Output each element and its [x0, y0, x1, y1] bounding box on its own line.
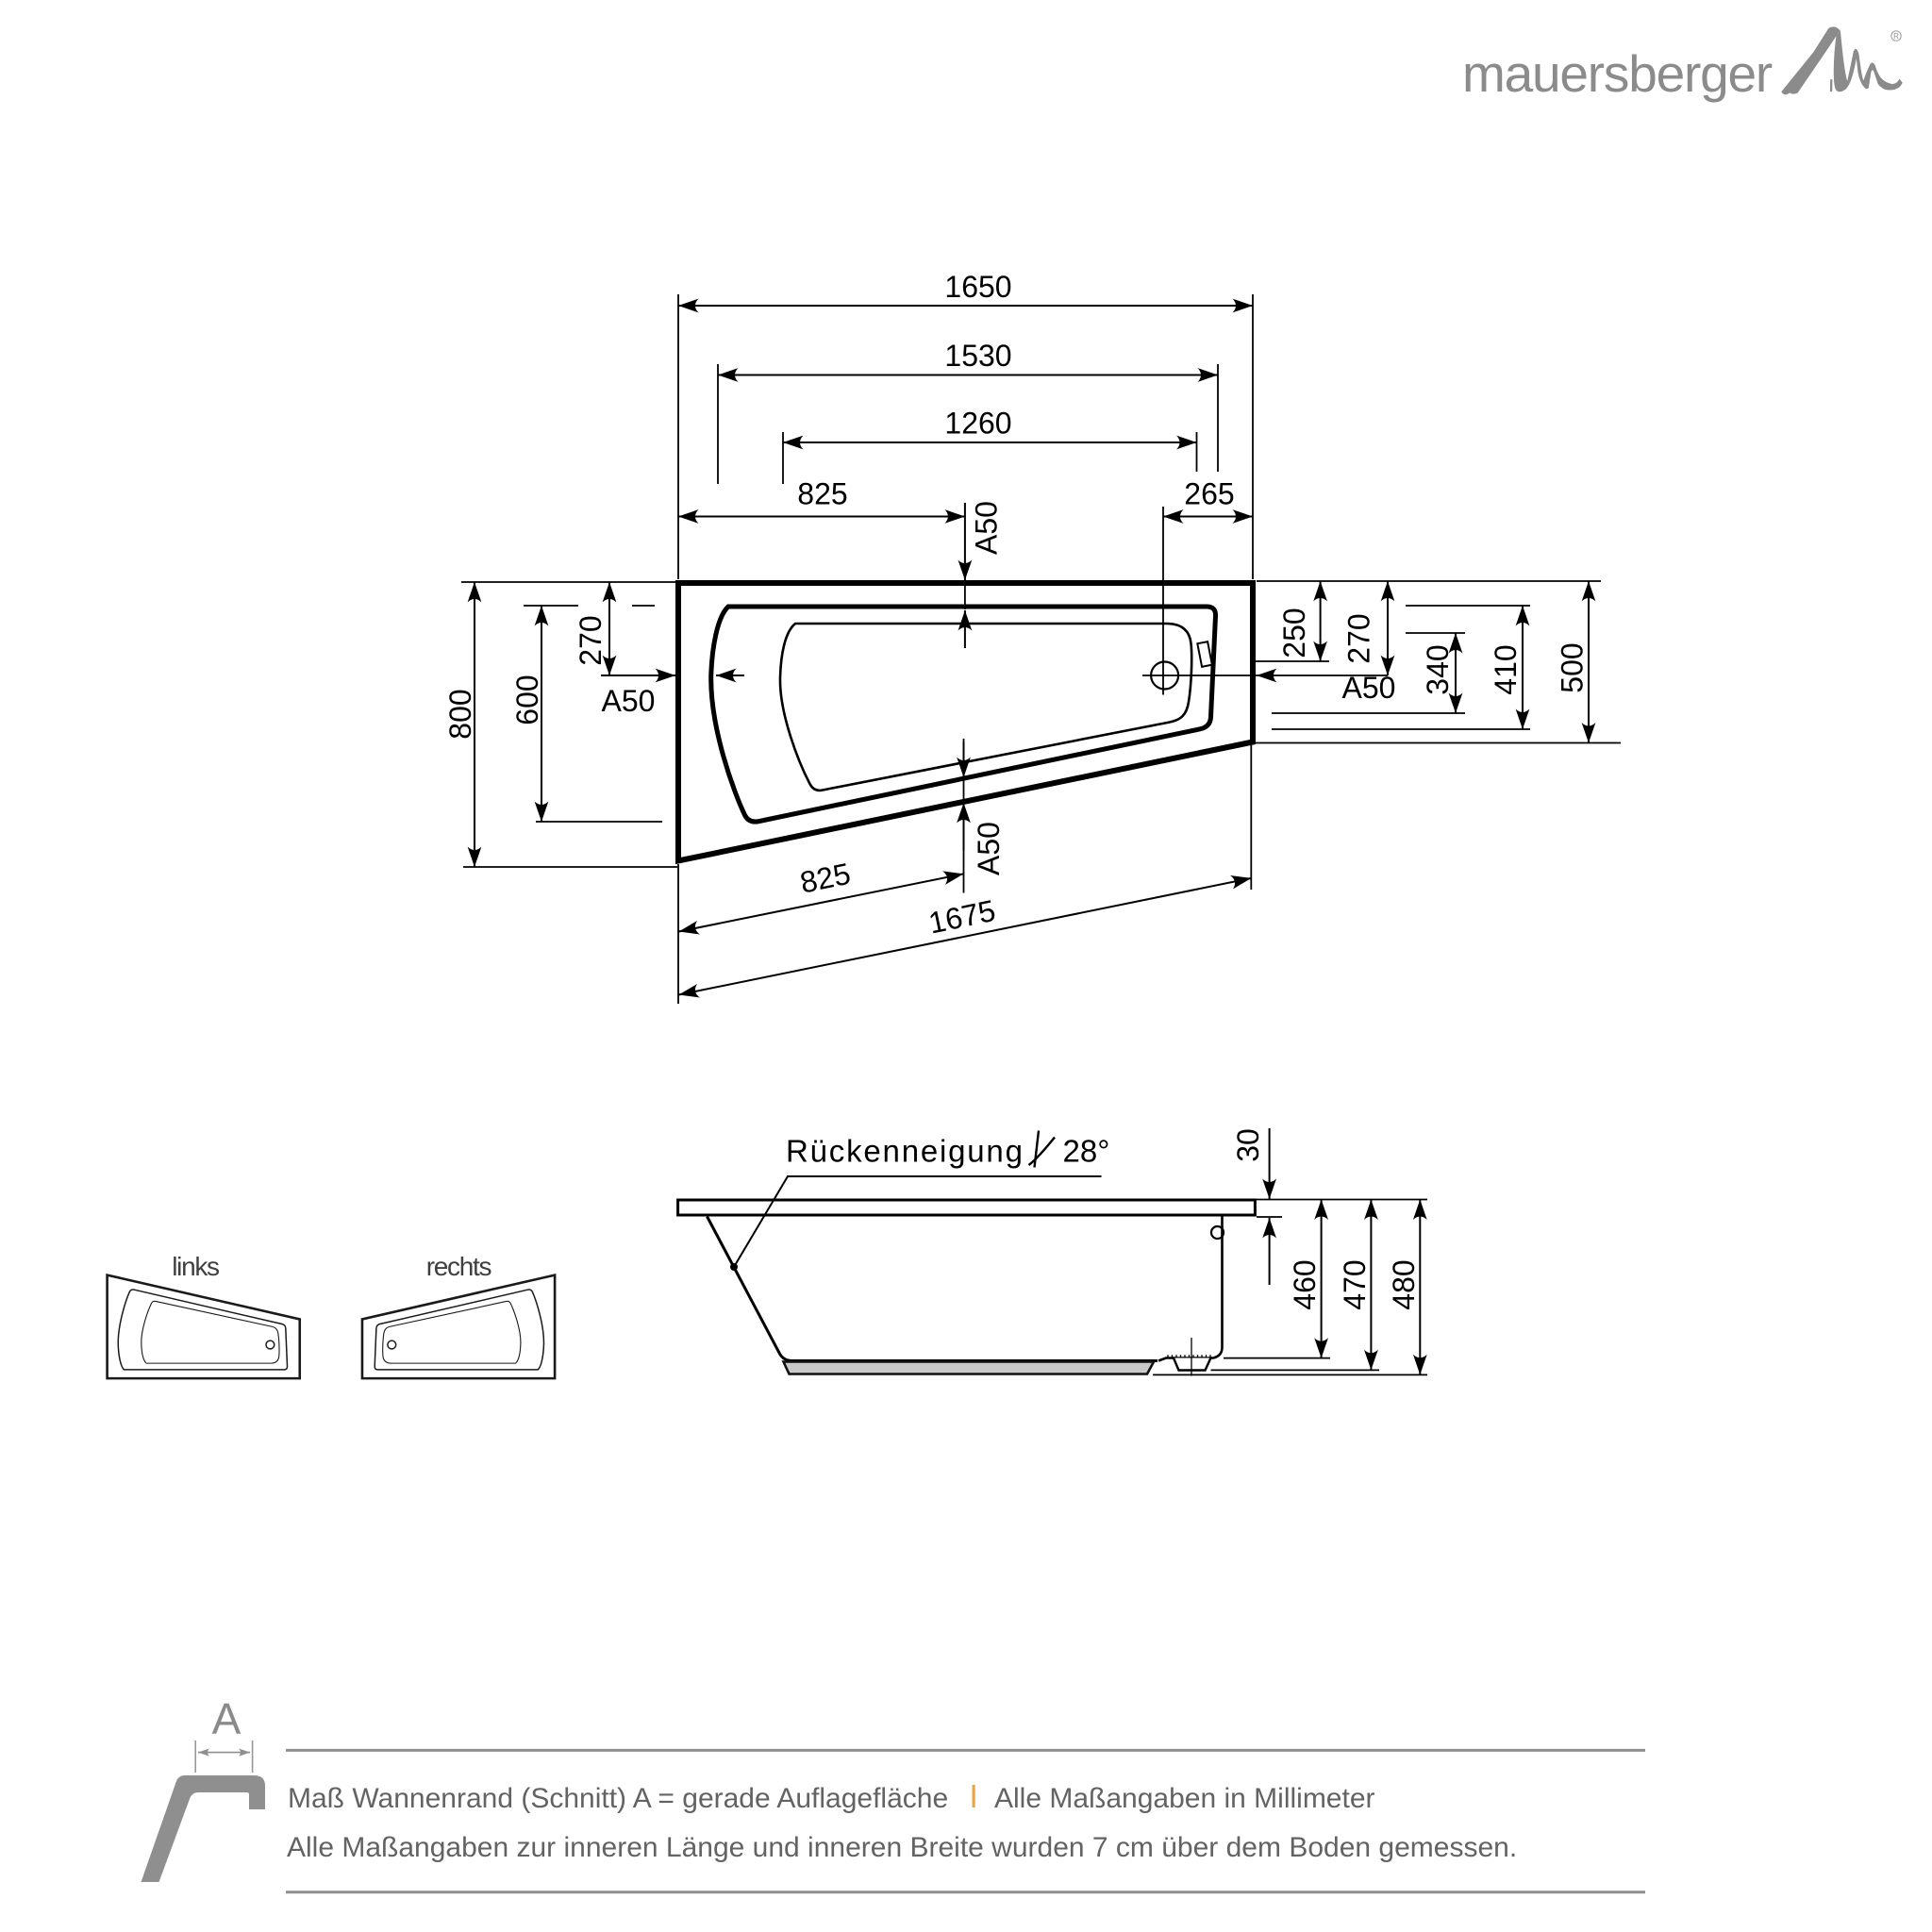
svg-text:1650: 1650	[944, 270, 1011, 304]
svg-text:270: 270	[1342, 613, 1376, 663]
svg-text:800: 800	[443, 689, 477, 739]
svg-text:470: 470	[1338, 1259, 1372, 1309]
svg-text:A50: A50	[1342, 671, 1396, 705]
svg-text:links: links	[172, 1252, 219, 1281]
svg-text:250: 250	[1277, 608, 1311, 658]
svg-text:Maß Wannenrand (Schnitt) A = g: Maß Wannenrand (Schnitt) A = gerade Aufl…	[288, 1783, 948, 1814]
svg-text:270: 270	[574, 615, 608, 665]
svg-text:1260: 1260	[944, 407, 1011, 441]
svg-text:480: 480	[1387, 1259, 1421, 1309]
svg-text:410: 410	[1489, 644, 1523, 694]
svg-text:Alle Maßangaben in Millimeter: Alle Maßangaben in Millimeter	[994, 1783, 1375, 1814]
svg-text:340: 340	[1421, 644, 1455, 694]
svg-text:Alle Maßangaben zur inneren Lä: Alle Maßangaben zur inneren Länge und in…	[287, 1832, 1517, 1863]
svg-text:rechts: rechts	[426, 1252, 491, 1281]
svg-text:1675: 1675	[925, 893, 998, 941]
svg-text:A50: A50	[972, 822, 1006, 875]
svg-text:A50: A50	[602, 684, 656, 718]
svg-text:265: 265	[1184, 477, 1234, 511]
svg-text:30: 30	[1231, 1128, 1265, 1162]
svg-text:600: 600	[510, 675, 544, 724]
svg-text:500: 500	[1556, 642, 1590, 692]
svg-text:28°: 28°	[1063, 1134, 1110, 1169]
svg-text:A50: A50	[970, 501, 1004, 555]
svg-text:825: 825	[797, 857, 854, 900]
svg-text:R: R	[1893, 32, 1899, 41]
svg-text:Rückenneigung: Rückenneigung	[786, 1134, 1024, 1169]
svg-text:825: 825	[797, 477, 847, 511]
svg-text:460: 460	[1288, 1259, 1322, 1309]
svg-text:A: A	[212, 1694, 242, 1743]
svg-text:mauersberger: mauersberger	[1462, 44, 1773, 103]
svg-text:1530: 1530	[944, 339, 1011, 373]
